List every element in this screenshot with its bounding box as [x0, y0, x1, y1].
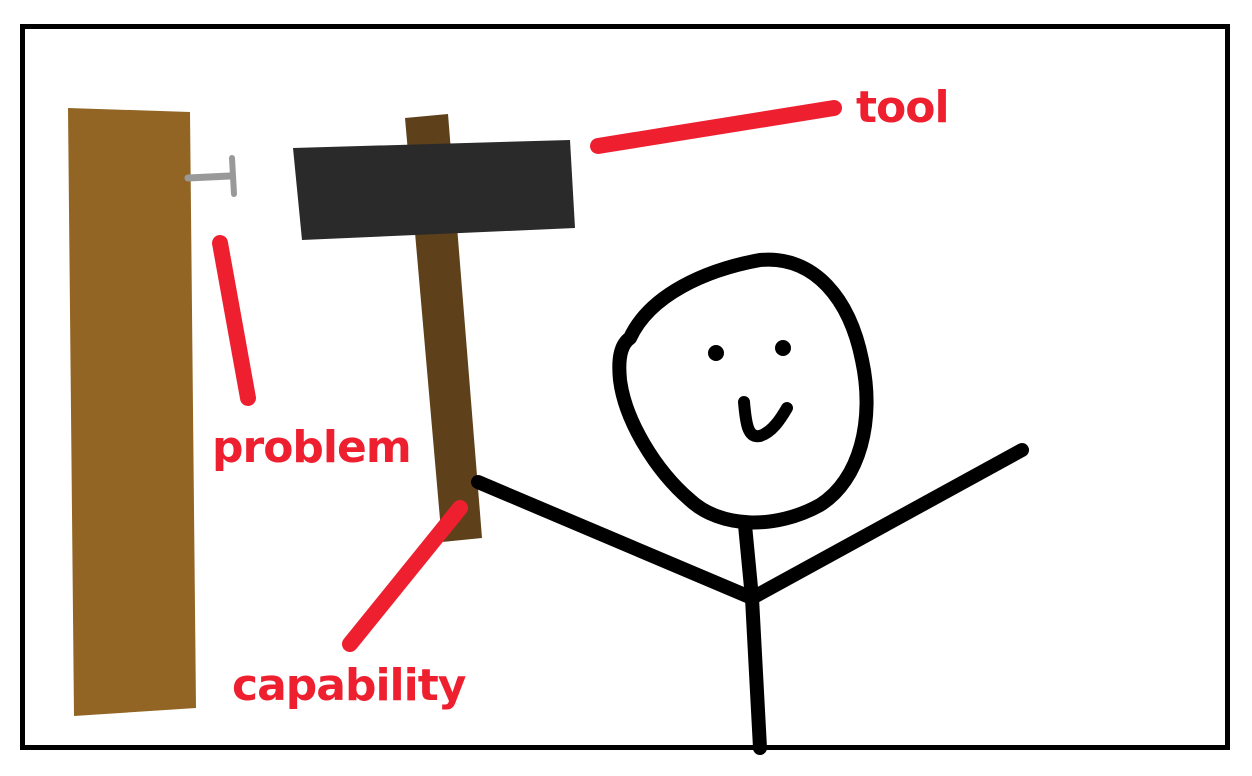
stick-figure-smile	[738, 396, 793, 443]
stick-figure	[471, 252, 1029, 755]
stick-figure-right-arm	[745, 443, 1029, 605]
stick-figure-head	[612, 252, 874, 530]
stick-figure-body	[738, 518, 767, 755]
pointer-line-capability	[342, 500, 468, 652]
stick-figure-right-eye	[775, 340, 791, 356]
pointer-line-problem	[212, 235, 256, 406]
label-problem: problem	[212, 422, 411, 473]
pointer-line-tool	[590, 100, 842, 154]
nail	[184, 155, 237, 197]
label-tool: tool	[856, 82, 949, 133]
pointer-lines	[212, 100, 842, 652]
stick-figure-left-arm	[471, 475, 759, 605]
wood-plank	[68, 108, 196, 716]
stick-figure-left-eye	[708, 345, 724, 361]
label-capability: capability	[232, 660, 466, 711]
hammer-head	[293, 140, 575, 240]
